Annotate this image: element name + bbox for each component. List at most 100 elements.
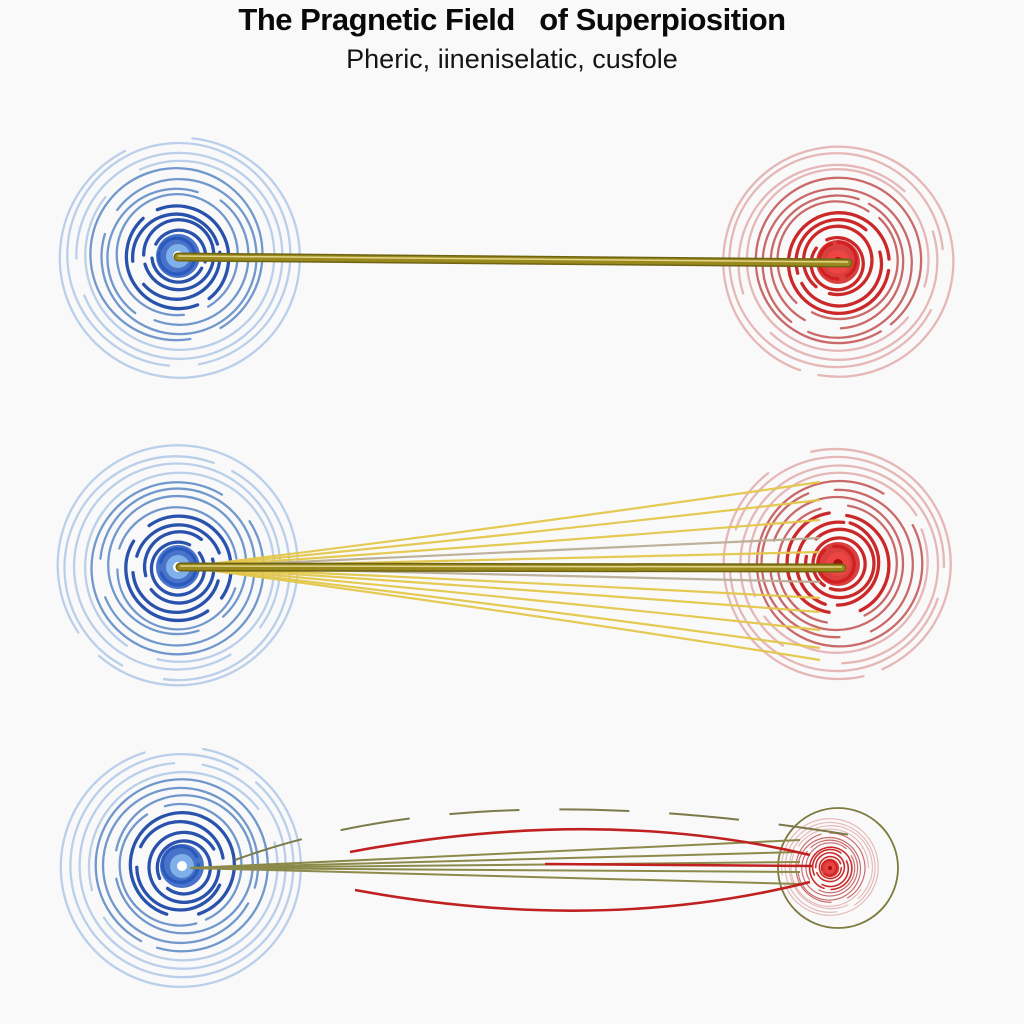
field-ring — [101, 786, 260, 945]
field-ring — [763, 528, 929, 654]
fan-field-line — [184, 565, 821, 662]
diagram-title: The Pragnetic Field of Superpiosition — [238, 2, 786, 37]
fan-field-line — [184, 480, 821, 569]
field-ring — [72, 462, 282, 671]
fan-field-line — [184, 518, 821, 569]
connecting-rod-highlight — [179, 565, 843, 568]
field-ring — [801, 839, 859, 897]
field-ring — [798, 828, 869, 868]
blue-pole — [59, 747, 302, 988]
field-ring — [163, 802, 243, 921]
field-ring — [833, 488, 914, 633]
field-ring — [747, 471, 918, 598]
field-ring — [845, 513, 891, 613]
field-ring — [63, 455, 215, 667]
fan-field-line — [184, 565, 821, 632]
field-ring — [147, 514, 233, 600]
field-ring — [153, 199, 250, 326]
field-ring — [150, 256, 204, 284]
field-ring — [846, 504, 898, 617]
field-ring — [141, 250, 222, 301]
field-ring — [142, 218, 216, 292]
red-pole — [722, 447, 952, 681]
field-ring — [84, 471, 276, 663]
olive-field-line — [189, 867, 801, 885]
field-ring — [69, 753, 295, 979]
field-ring — [106, 187, 199, 315]
field-ring — [128, 811, 236, 916]
target-ring — [777, 807, 899, 929]
field-ring — [118, 506, 238, 560]
fan-field-line — [184, 498, 821, 569]
field-ring — [835, 521, 881, 607]
olive-field-line — [189, 867, 801, 873]
field-ring — [755, 479, 924, 648]
field-ring — [90, 481, 265, 656]
field-ring — [99, 487, 256, 561]
field-ring — [135, 865, 222, 912]
field-ring — [781, 818, 879, 916]
blue-pole — [58, 137, 301, 379]
field-ring — [102, 841, 279, 962]
fan-field-line — [184, 565, 821, 614]
field-ring — [722, 145, 955, 378]
red-field-line — [354, 880, 811, 912]
field-ring — [769, 230, 939, 361]
converging-lines-panel — [59, 747, 899, 988]
field-ring — [162, 469, 291, 682]
fan-field-line — [184, 565, 821, 650]
field-ring — [810, 447, 952, 671]
field-ring — [78, 761, 287, 970]
pole-center — [827, 865, 833, 871]
field-ring — [804, 527, 876, 600]
field-ring — [58, 137, 301, 379]
field-ring — [59, 747, 302, 988]
field-ring — [147, 830, 221, 905]
fan-lines-panel — [56, 444, 952, 687]
field-ring — [810, 216, 899, 321]
field-ring — [760, 492, 841, 639]
parallel-rod-panel — [58, 137, 955, 379]
field-ring — [104, 573, 256, 647]
field-ring — [142, 530, 204, 578]
field-ring — [56, 444, 299, 687]
field-ring — [135, 523, 221, 558]
field-ring — [75, 151, 284, 360]
field-ring — [737, 163, 906, 295]
field-ring — [124, 539, 210, 623]
olive-field-line — [189, 861, 801, 869]
field-ring — [155, 204, 231, 301]
field-ring — [728, 152, 944, 369]
field-ring — [155, 839, 212, 896]
field-ring — [811, 848, 842, 876]
field-ring — [808, 846, 853, 891]
field-ring — [745, 168, 930, 352]
field-ring — [722, 472, 865, 681]
pole-center — [177, 861, 187, 871]
field-ring — [139, 820, 225, 860]
field-ring — [115, 794, 254, 935]
field-ring — [784, 821, 876, 913]
field-ring — [790, 853, 862, 907]
field-ring — [829, 832, 866, 899]
olive-field-line — [189, 839, 801, 869]
field-ring — [87, 770, 260, 892]
field-ring — [788, 825, 873, 910]
field-ring — [118, 813, 198, 927]
field-ring — [124, 216, 200, 311]
field-ring — [809, 236, 865, 292]
field-ring — [839, 202, 905, 330]
field-ring — [84, 159, 276, 351]
field-ring — [800, 250, 884, 308]
connecting-rod — [177, 564, 845, 571]
connecting-rod-highlight — [177, 255, 849, 263]
field-ring — [100, 178, 258, 336]
field-ring — [754, 176, 923, 345]
field-ring — [131, 571, 220, 614]
field-ring — [818, 855, 843, 880]
field-ring — [797, 836, 862, 901]
field-ring — [818, 855, 856, 894]
diagram-subtitle: Pheric, iineniselatic, cusfole — [346, 44, 678, 74]
field-ring — [154, 228, 208, 264]
